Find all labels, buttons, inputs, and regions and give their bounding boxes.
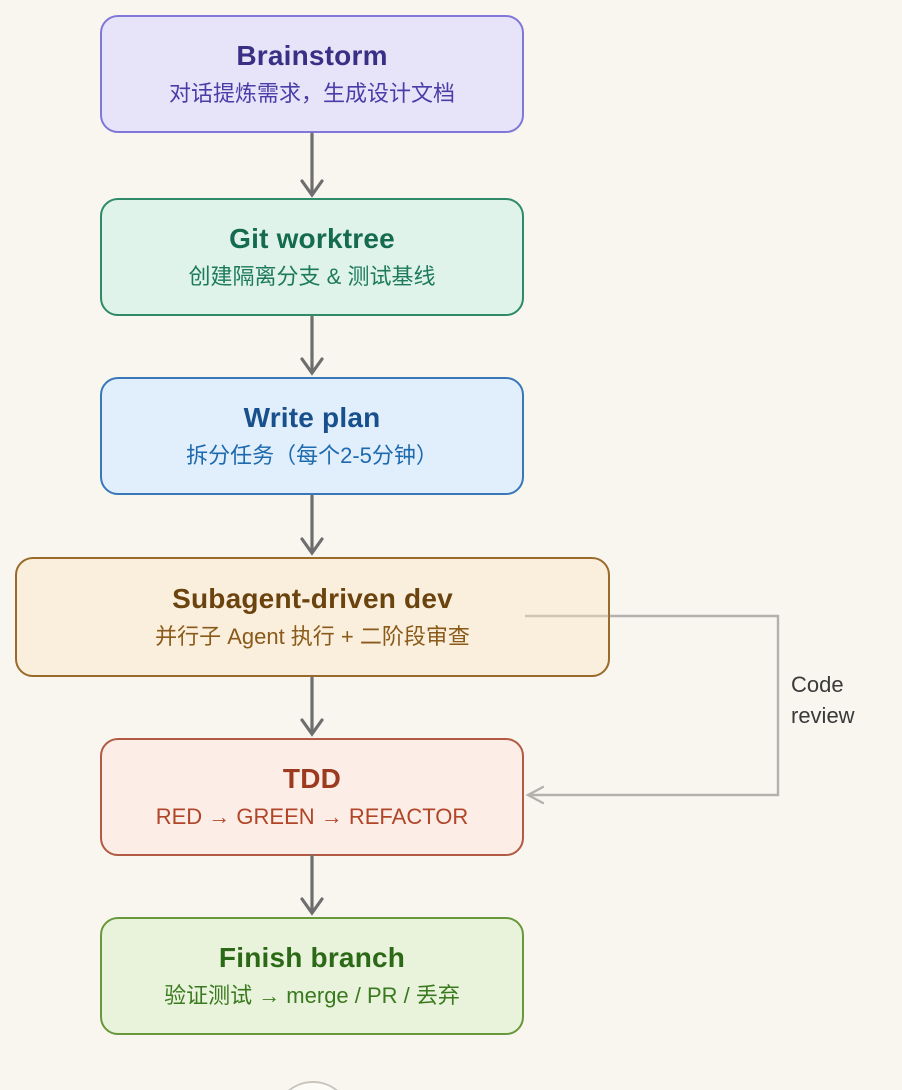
arrow-worktree-to-plan: [300, 315, 324, 376]
node-brainstorm: Brainstorm 对话提炼需求，生成设计文档: [100, 15, 524, 133]
node-brainstorm-subtitle: 对话提炼需求，生成设计文档: [168, 80, 455, 106]
node-subagent-driven-dev-subtitle: 并行子 Agent 执行 + 二阶段审查: [155, 623, 470, 649]
node-brainstorm-title: Brainstorm: [236, 39, 388, 71]
partial-node-circle: [274, 1081, 352, 1090]
node-write-plan-subtitle: 拆分任务（每个2-5分钟）: [186, 442, 438, 468]
node-git-worktree: Git worktree 创建隔离分支 & 测试基线: [100, 198, 524, 316]
node-tdd: TDD RED → GREEN → REFACTOR: [100, 738, 524, 856]
node-subagent-driven-dev-title: Subagent-driven dev: [172, 582, 453, 614]
node-git-worktree-title: Git worktree: [229, 222, 395, 254]
node-finish-branch-title: Finish branch: [218, 941, 406, 973]
node-tdd-title: TDD: [282, 762, 342, 794]
node-finish-branch: Finish branch 验证测试 → merge / PR / 丢弃: [100, 917, 524, 1035]
node-tdd-subtitle: RED → GREEN → REFACTOR: [155, 803, 469, 829]
arrow-tdd-to-finish: [300, 854, 324, 916]
loop-label-code-review: Code review: [791, 672, 855, 729]
arrow-subagent-to-tdd: [300, 676, 324, 737]
node-write-plan-title: Write plan: [243, 401, 381, 433]
node-finish-branch-subtitle: 验证测试 → merge / PR / 丢弃: [164, 982, 460, 1008]
node-write-plan: Write plan 拆分任务（每个2-5分钟）: [100, 377, 524, 495]
arrow-plan-to-subagent: [300, 494, 324, 556]
arrow-brainstorm-to-worktree: [300, 132, 324, 198]
node-subagent-driven-dev: Subagent-driven dev 并行子 Agent 执行 + 二阶段审查: [15, 557, 610, 677]
node-git-worktree-subtitle: 创建隔离分支 & 测试基线: [188, 263, 436, 289]
